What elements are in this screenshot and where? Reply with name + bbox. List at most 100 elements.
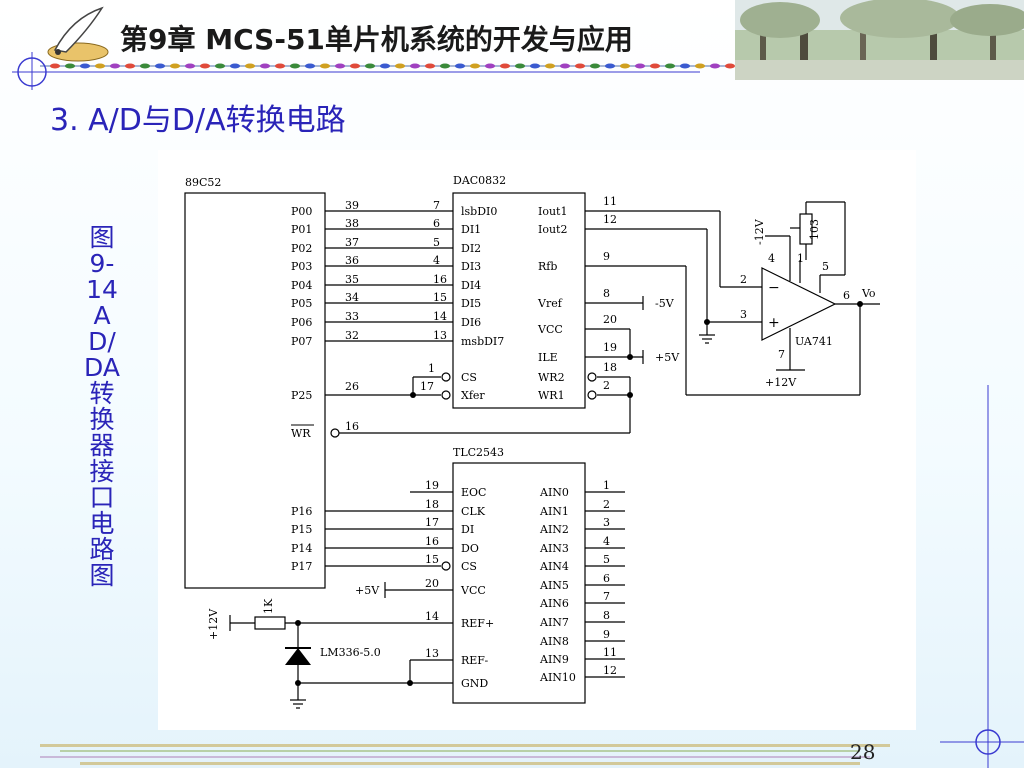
header-bead (305, 63, 315, 69)
opamp-neg-supply: -12V (753, 218, 766, 245)
dac-input-label: lsbDI0 (461, 205, 497, 218)
dac-input-num: 13 (433, 329, 447, 342)
header-bead (410, 63, 420, 69)
mcu-pin-label: P02 (291, 242, 312, 255)
quill-logo-icon (47, 6, 109, 62)
adc-right-label: AIN4 (539, 560, 569, 573)
opamp-pin1: 1 (797, 252, 804, 265)
adc-left-num: 17 (425, 516, 439, 529)
dac-input-label: DI4 (461, 279, 481, 292)
dac-input-num: 5 (433, 236, 440, 249)
mcu-89c52-box (184, 192, 326, 589)
adc-right-label: AIN8 (539, 635, 569, 648)
adc-right-num: 11 (603, 646, 617, 659)
header-bead (350, 63, 360, 69)
ref-resistor: 1K (262, 598, 275, 614)
dac-input-label: DI6 (461, 316, 481, 329)
header-bead (395, 63, 405, 69)
header-bead (65, 63, 75, 69)
adc-left-label: DI (461, 523, 474, 536)
dac-input-num: 7 (433, 199, 440, 212)
adc-right-label: AIN5 (539, 579, 569, 592)
adc-right-label: AIN10 (539, 671, 576, 684)
adc-left-label: DO (461, 542, 479, 555)
header-bead (695, 63, 705, 69)
mcu-wr-label: WR (291, 427, 311, 440)
adc-left-num: 19 (425, 479, 439, 492)
opamp-pin7: 7 (778, 348, 785, 361)
header-bead (290, 63, 300, 69)
dac-vref-supply: -5V (655, 297, 675, 310)
adc-right-label: AIN3 (539, 542, 569, 555)
dac-right-num: 12 (603, 213, 617, 226)
header-bead (530, 63, 540, 69)
dac-input-num: 4 (433, 254, 440, 267)
adc-left-label: CS (461, 560, 477, 573)
dac-input-label: DI1 (461, 223, 481, 236)
dac-input-label: DI3 (461, 260, 481, 273)
header-bead (575, 63, 585, 69)
header-bead (380, 63, 390, 69)
dac-right-num: 18 (603, 361, 617, 374)
dac-right-label: WR1 (538, 389, 565, 402)
dac-right-label: ILE (538, 351, 558, 364)
adc-left-wires (229, 491, 453, 709)
header-bead (710, 63, 720, 69)
header-bead (320, 63, 330, 69)
mcu-pin-label: P03 (291, 260, 312, 273)
dac0832-box (452, 192, 586, 409)
mcu-p25-num: 26 (345, 380, 359, 393)
header-bead (560, 63, 570, 69)
wr-wire (330, 372, 631, 438)
dac-right-num: 8 (603, 287, 610, 300)
header-bead (185, 63, 195, 69)
ref-diode: LM336-5.0 (320, 646, 381, 659)
opamp-pin2: 2 (740, 273, 747, 286)
dac-input-num: 6 (433, 217, 440, 230)
adc-pin-labels: EOC19CLK18DI17DO16CS15VCC20REF+14REF-13G… (425, 479, 617, 690)
zener-diode-lm336-icon (285, 647, 311, 665)
opamp-output: Vo (861, 287, 876, 300)
mcu-pin-label: P04 (291, 279, 312, 292)
mcu-pin-num: 33 (345, 310, 359, 323)
dac-xfer-label: Xfer (461, 389, 485, 402)
adc-right-label: AIN0 (539, 486, 569, 499)
adc-right-num: 6 (603, 572, 610, 585)
opamp-pos-supply: +12V (765, 376, 797, 389)
header-bead (440, 63, 450, 69)
dac-right-label: WR2 (538, 371, 565, 384)
dac-pin-labels: lsbDI07DI16DI25DI34DI416DI515DI614msbDI7… (433, 195, 617, 402)
adc-right-label: AIN6 (539, 597, 569, 610)
mcu-adc-pin-label: P15 (291, 523, 312, 536)
dac-input-label: msbDI7 (461, 335, 504, 348)
adc-left-num: 15 (425, 553, 439, 566)
dac-input-label: DI5 (461, 297, 481, 310)
mcu-pin-num: 32 (345, 329, 359, 342)
header-bead (635, 63, 645, 69)
opamp-minus: − (768, 280, 780, 296)
page-number: 28 (850, 740, 876, 764)
figure-caption: 图9-14AD/DA转换器接口电路图 (84, 223, 120, 590)
header-bead (590, 63, 600, 69)
header-bead (470, 63, 480, 69)
adc-right-num: 1 (603, 479, 610, 492)
header-bead (230, 63, 240, 69)
adc-left-label: GND (461, 677, 488, 690)
mcu-pin-num: 36 (345, 254, 359, 267)
header-bead (335, 63, 345, 69)
mcu-pin-label: P01 (291, 223, 312, 236)
mcu-name: 89C52 (185, 176, 221, 189)
ref-supply: +12V (207, 608, 220, 640)
header-bead (215, 63, 225, 69)
header-bead (110, 63, 120, 69)
adc-right-num: 7 (603, 590, 610, 603)
header-bead (365, 63, 375, 69)
dac-input-num: 14 (433, 310, 447, 323)
tlc2543-box (452, 462, 586, 704)
adc-left-label: VCC (460, 584, 486, 597)
mcu-pin-label: P07 (291, 335, 312, 348)
opamp-pin6: 6 (843, 289, 850, 302)
header-bead (95, 63, 105, 69)
dac-cs-label: CS (461, 371, 477, 384)
